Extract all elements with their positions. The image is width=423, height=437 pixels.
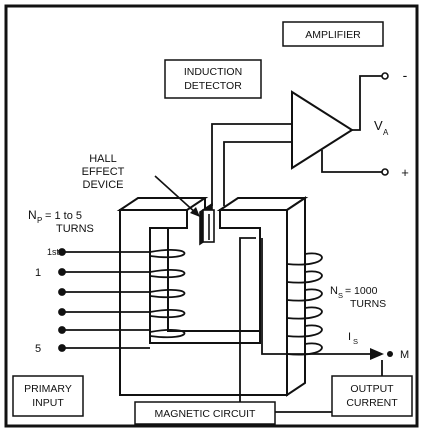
tap-terminal-1 [58,268,66,276]
tap-terminal-4 [58,326,66,334]
ns-label: N [330,285,338,297]
hall-pointer [154,175,198,215]
np-subscript: P [37,216,42,225]
tap-1st-label: 1st [47,247,60,257]
tap-terminal-1st [58,248,66,256]
hall-effect-device [199,202,215,246]
induction-detector-label-line1: INDUCTION [184,66,242,78]
core-left-top-face [116,197,209,211]
tap-1-label: 1 [35,267,41,279]
tap-terminal-2 [58,288,66,296]
va-plus-label: + [401,165,409,180]
primary-winding [149,249,186,339]
induction-detector-label-line2: DETECTOR [184,80,242,92]
np-turns: TURNS [56,223,94,235]
primary-input-label-line2: INPUT [32,397,64,409]
is-label: I [348,331,351,343]
m-terminal-label: M [400,349,409,361]
output-arrow [370,348,384,360]
output-current-label-line2: CURRENT [346,397,398,409]
primary-input-box [12,375,84,417]
va-minus-label: - [403,67,408,83]
va-plus-terminal [381,168,389,176]
magnetic-core [116,196,309,397]
primary-input-label-line1: PRIMARY [24,383,72,395]
amplifier-box [282,21,384,47]
core-right-side-face [286,196,306,397]
primary-leads [58,248,150,352]
amplifier-triangle [291,90,354,170]
output-current-box [331,375,413,417]
va-subscript: A [383,128,389,137]
amp-input-wire-top [211,123,292,206]
np-equation: = 1 to 5 [45,210,82,222]
hall-label-line3: DEVICE [83,179,124,191]
hall-label-line1: HALL [89,153,117,165]
induction-detector-box [164,59,262,99]
amplifier-label: AMPLIFIER [305,29,361,41]
core-inner-face [149,227,261,344]
output-wire [261,238,376,355]
ns-equation: = 1000 [345,285,378,297]
output-current-label-line1: OUTPUT [350,383,394,395]
amp-input-wire-bottom [223,141,292,206]
output-terminal [387,351,393,357]
hall-label-line2: EFFECT [82,166,125,178]
tap-terminal-3 [58,308,66,316]
tap-terminal-5 [58,344,66,352]
magnetic-circuit-label: MAGNETIC CIRCUIT [155,408,257,420]
magnetic-circuit-box [134,401,276,425]
outer-frame [4,4,419,428]
amp-output-plus-wire [321,150,382,173]
ns-turns: TURNS [350,298,386,310]
va-minus-terminal [381,72,389,80]
amp-output-minus-wire [352,75,382,131]
is-subscript: S [353,337,358,346]
tap-5-label: 5 [35,343,41,355]
ns-subscript: S [338,291,343,300]
secondary-winding [286,252,323,356]
va-label: V [374,118,383,133]
np-label: N [28,208,37,222]
